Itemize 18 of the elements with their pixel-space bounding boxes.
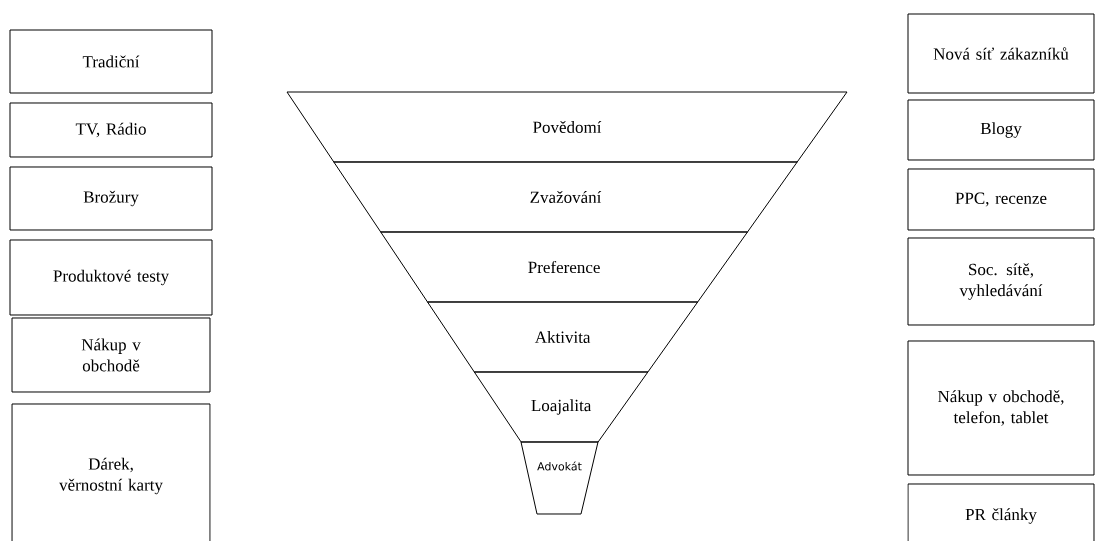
text-box: Tradiční <box>9 29 213 94</box>
text-box: Dárek, věrnostní karty <box>11 403 211 541</box>
text-box: TV, Rádio <box>9 102 213 158</box>
text-box: Nákup v obchodě <box>11 317 211 393</box>
funnel-band: Aktivita <box>427 301 699 373</box>
funnel-band: Loajalita <box>473 371 649 443</box>
text-box: Blogy <box>907 99 1095 161</box>
funnel-band: Advokát <box>520 441 599 515</box>
funnel-band: Povědomí <box>286 91 848 163</box>
text-box: Nákup v obchodě, telefon, tablet <box>907 340 1095 476</box>
text-box: Brožury <box>9 166 213 231</box>
text-box: Nová síť zákazníků <box>907 13 1095 94</box>
text-box: PR články <box>907 483 1095 541</box>
text-box: Produktové testy <box>9 239 213 316</box>
funnel-band: Zvažování <box>333 161 798 233</box>
text-box: PPC, recenze <box>907 168 1095 231</box>
text-box: Soc. sítě, vyhledávání <box>907 237 1095 326</box>
funnel-band: Preference <box>380 231 748 303</box>
